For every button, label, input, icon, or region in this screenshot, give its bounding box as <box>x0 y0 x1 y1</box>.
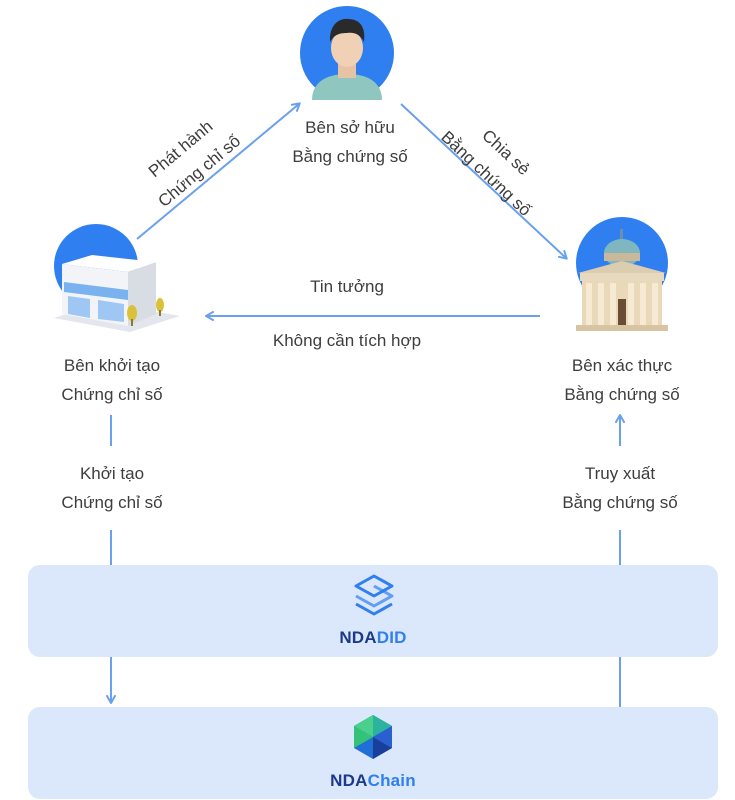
verifier-actor <box>566 213 696 338</box>
ndadid-wordmark: NDADID <box>28 628 718 648</box>
ndadid-panel: NDADID <box>28 565 718 657</box>
issuer-label: Bên khởi tạo Chứng chỉ số <box>12 351 212 409</box>
issue-arrow <box>136 102 301 240</box>
create-label-line2: Chứng chỉ số <box>61 493 163 512</box>
holder-label-line1: Bên sở hữu <box>305 118 395 137</box>
ndadid-prefix: NDA <box>339 628 377 647</box>
trust-label-line2: Không cần tích hợp <box>272 331 422 350</box>
shop-building-icon <box>54 224 180 332</box>
create-label-line1: Khởi tạo <box>79 464 145 483</box>
share-arrow <box>400 103 568 260</box>
government-building-icon <box>576 217 668 331</box>
issuer-label-line2: Chứng chỉ số <box>61 385 163 404</box>
person-avatar-icon <box>300 6 394 100</box>
issuer-actor <box>44 222 184 337</box>
holder-label-line2: Bằng chứng số <box>292 147 408 166</box>
verifier-label-line1: Bên xác thực <box>571 356 673 375</box>
ndachain-wordmark: NDAChain <box>28 771 718 791</box>
issuer-label-line1: Bên khởi tạo <box>63 356 161 375</box>
ndachain-panel: NDAChain <box>28 707 718 799</box>
ndachain-logo-icon <box>354 715 392 759</box>
holder-actor <box>296 4 398 106</box>
create-label: Khởi tạo Chứng chỉ số <box>12 459 212 517</box>
verifier-label-line2: Bằng chứng số <box>564 385 680 404</box>
ndachain-prefix: NDA <box>330 771 368 790</box>
holder-label: Bên sở hữu Bằng chứng số <box>250 113 450 171</box>
trust-label-line1: Tin tưởng <box>310 277 384 296</box>
ndadid-suffix: DID <box>376 628 407 647</box>
retrieve-label: Truy xuất Bằng chứng số <box>520 459 720 517</box>
verifier-label: Bên xác thực Bằng chứng số <box>522 351 722 409</box>
retrieve-label-line1: Truy xuất <box>584 464 656 483</box>
retrieve-label-line2: Bằng chứng số <box>562 493 678 512</box>
ndachain-suffix: Chain <box>367 771 416 790</box>
ndadid-logo-icon <box>354 574 394 616</box>
